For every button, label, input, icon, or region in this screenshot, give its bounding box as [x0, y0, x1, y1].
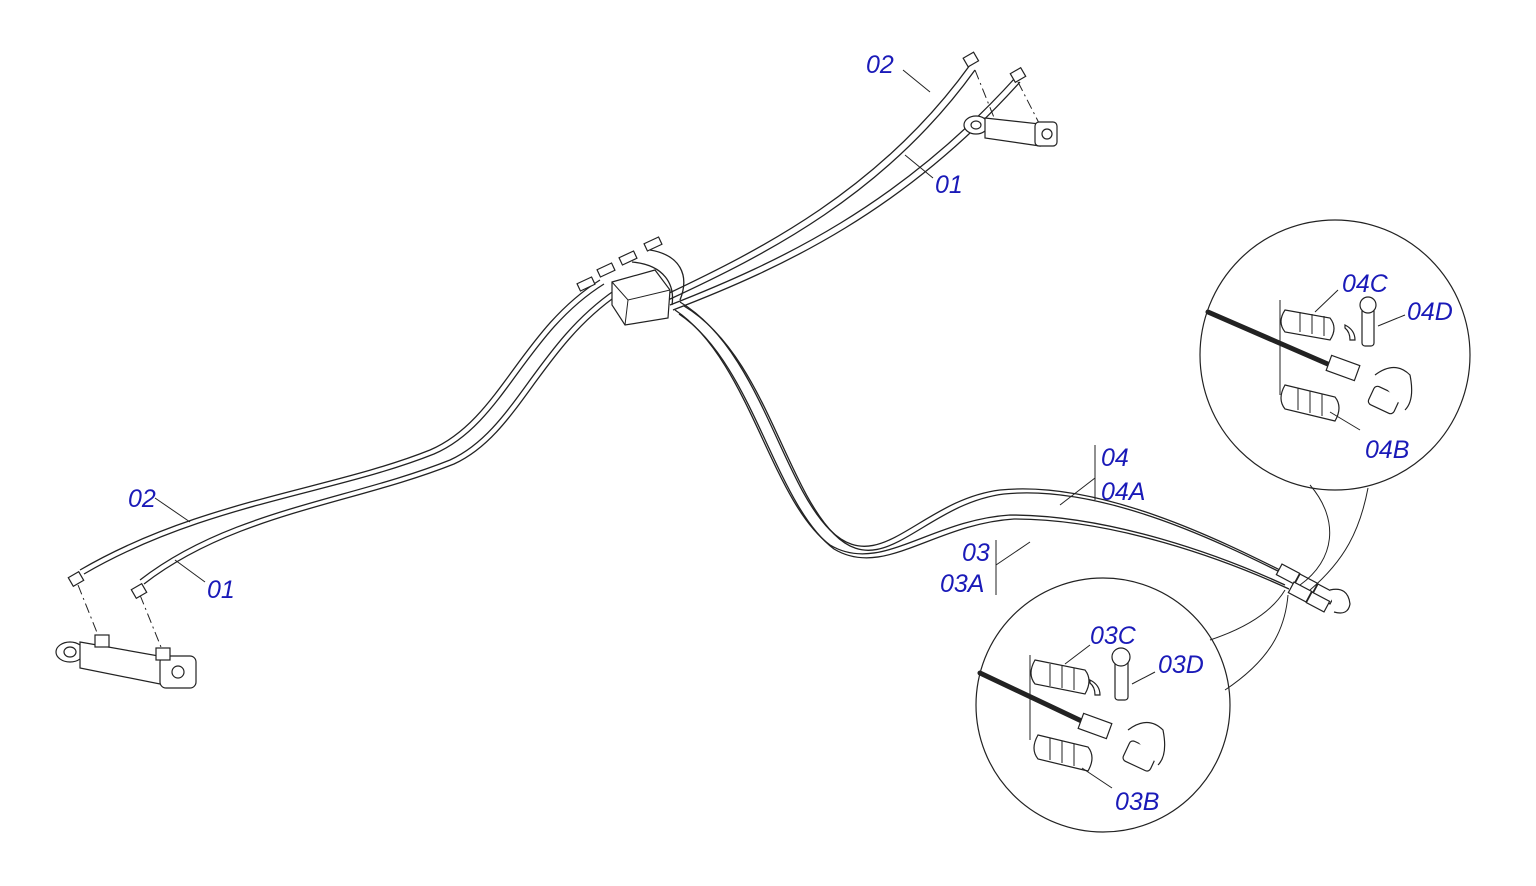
hose-assembly-03-04 [674, 301, 1295, 590]
hydraulic-cylinder-top [962, 51, 1058, 147]
detail-circle-04 [1199, 219, 1471, 591]
hose-assembly-top [664, 64, 1041, 311]
callout-04C: 04C [1342, 270, 1389, 298]
leader-lines [154, 69, 1096, 595]
callout-04B: 04B [1365, 436, 1409, 464]
callout-03B: 03B [1115, 788, 1159, 816]
callout-03C: 03C [1090, 622, 1137, 650]
hose-assembly-left [67, 279, 620, 653]
callout-01-bottom: 01 [207, 576, 235, 604]
callout-03A: 03A [940, 570, 984, 598]
callout-04D: 04D [1407, 298, 1453, 326]
detail-circle-03 [975, 577, 1289, 833]
callout-03D: 03D [1158, 651, 1204, 679]
callout-04: 04 [1101, 444, 1129, 472]
callout-02-top: 02 [866, 51, 894, 79]
callout-01-top: 01 [935, 171, 963, 199]
callout-02-bottom: 02 [128, 485, 156, 513]
manifold-block [576, 236, 685, 326]
callout-03: 03 [962, 539, 990, 567]
hydraulic-cylinder-bottom [55, 634, 197, 689]
callout-04A: 04A [1101, 478, 1145, 506]
